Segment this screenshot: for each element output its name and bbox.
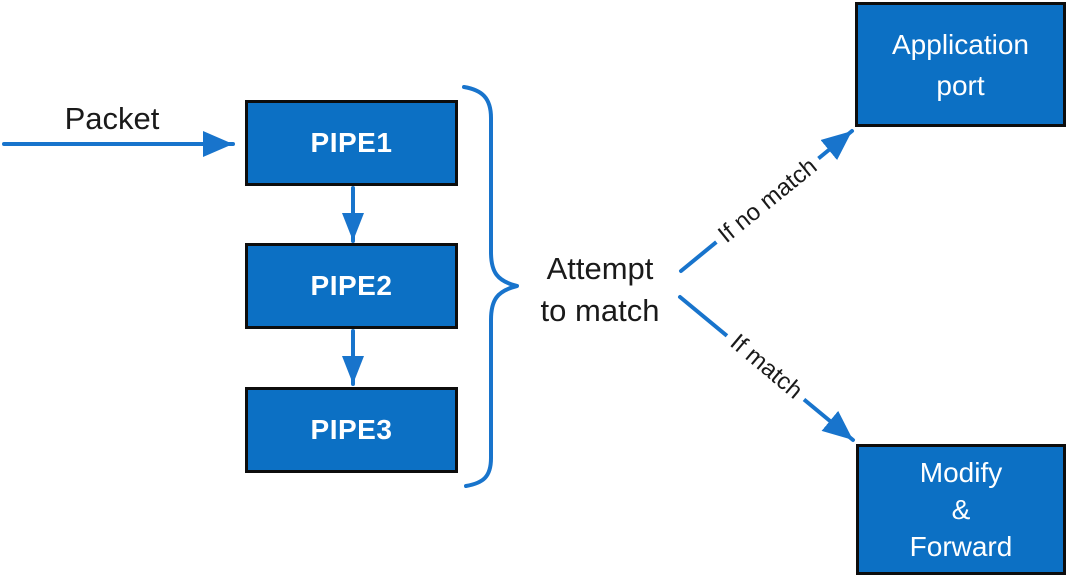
packet-label: Packet [64,101,160,136]
application-port-node: Application port [855,2,1066,127]
pipes-group-brace [462,85,519,488]
modify-forward-line2: & [951,494,971,525]
attempt-label-line2: to match [540,293,660,328]
attempt-to-match-label: Attempt to match [513,248,687,332]
modify-forward-line1: Modify [919,457,1003,488]
pipe2-node: PIPE2 [245,243,458,329]
pipe1-label: PIPE1 [310,127,393,158]
modify-forward-line3: Forward [909,531,1013,562]
attempt-label-line1: Attempt [546,251,654,286]
modify-forward-node: Modify & Forward [856,444,1066,575]
pipe3-node: PIPE3 [245,387,458,473]
pipe2-label: PIPE2 [310,270,393,301]
application-port-line1: Application [892,28,1029,60]
pipe1-node: PIPE1 [245,100,458,186]
application-port-line2: port [936,69,985,101]
pipe3-label: PIPE3 [310,414,393,445]
